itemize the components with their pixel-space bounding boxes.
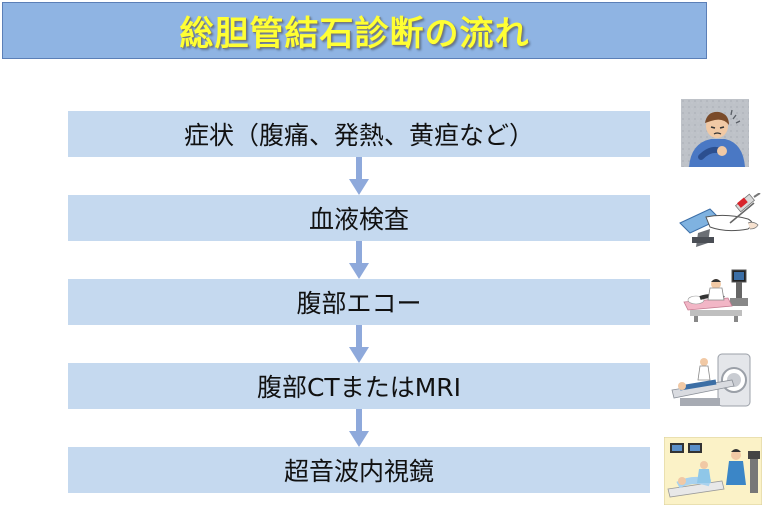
- step-label: 腹部CTまたはMRI: [256, 373, 462, 402]
- page-title: 総胆管結石診断の流れ: [179, 14, 530, 54]
- down-arrow-icon: [349, 157, 369, 195]
- step-symptoms: 症状（腹痛、発熱、黄疸など）: [68, 111, 650, 157]
- down-arrow-icon: [349, 409, 369, 447]
- step-label: 血液検査: [308, 205, 409, 234]
- endoscopy-icon: [664, 437, 762, 505]
- down-arrow-icon: [349, 325, 369, 363]
- title-banner: 総胆管結石診断の流れ: [2, 2, 707, 59]
- step-ct-or-mri: 腹部CTまたはMRI: [68, 363, 650, 409]
- step-label: 腹部エコー: [296, 289, 422, 318]
- step-abdominal-ultrasound: 腹部エコー: [68, 279, 650, 325]
- step-blood-test: 血液検査: [68, 195, 650, 241]
- ct-scanner-icon: [671, 353, 751, 407]
- step-label: 症状（腹痛、発熱、黄疸など）: [183, 121, 534, 150]
- step-label: 超音波内視鏡: [283, 457, 434, 486]
- blood-draw-icon: [679, 193, 761, 247]
- step-endoscopic-ultrasound: 超音波内視鏡: [68, 447, 650, 493]
- down-arrow-icon: [349, 241, 369, 279]
- ultrasound-exam-icon: [683, 269, 748, 322]
- patient-chest-pain-icon: [681, 99, 749, 167]
